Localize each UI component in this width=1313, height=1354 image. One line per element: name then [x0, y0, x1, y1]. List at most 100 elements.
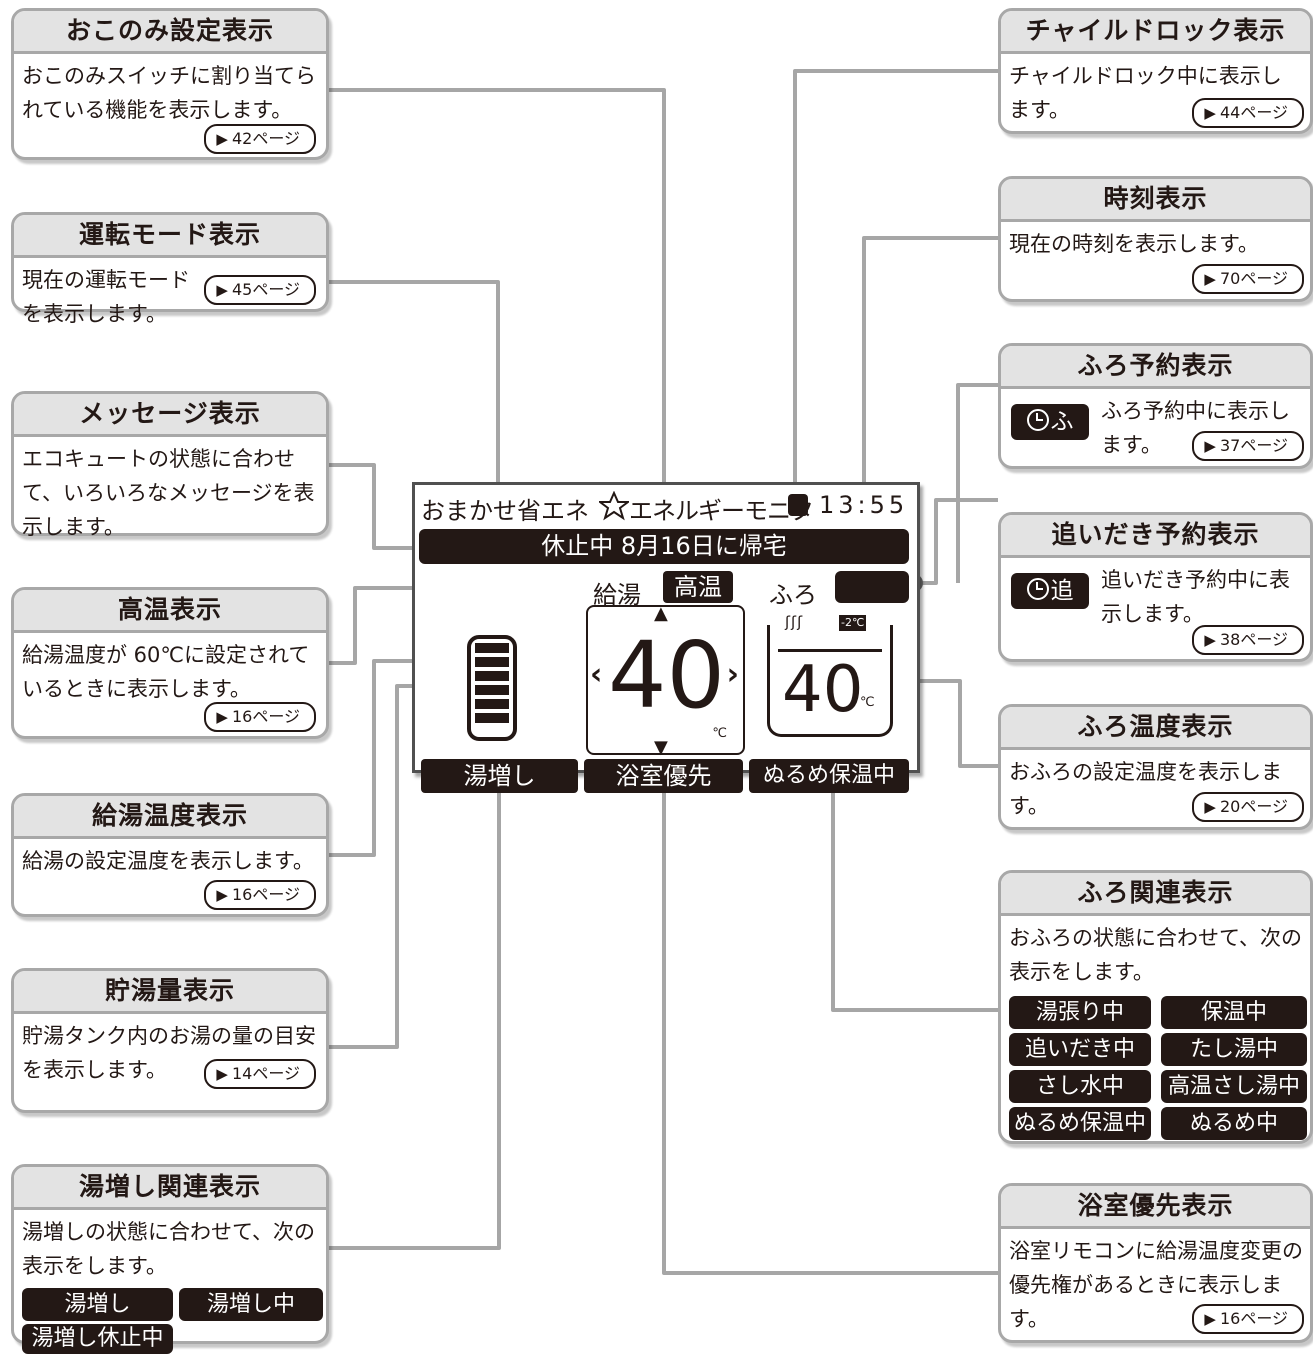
- callout-title: ふろ関連表示: [1001, 873, 1310, 916]
- callout-title: 運転モード表示: [14, 215, 326, 258]
- play-icon: ▶: [1204, 104, 1216, 122]
- callout-title: ふろ予約表示: [1001, 346, 1310, 389]
- play-icon: ▶: [1204, 798, 1216, 816]
- callout-desc: 現在の時刻を表示します。: [1009, 232, 1259, 256]
- callout-yumashi: 湯増し関連表示 湯増しの状態に合わせて、次の表示をします。 湯増し 湯増し中 湯…: [11, 1164, 329, 1354]
- kyuyu-label: 給湯: [593, 581, 641, 609]
- page-ref[interactable]: ▶42ページ: [204, 124, 316, 154]
- status-pill: 湯増し休止中: [22, 1324, 173, 1354]
- callout-desc: チャイルドロック中に表示します。: [1009, 64, 1282, 122]
- callout-desc: ふろ予約中に表示します。: [1101, 399, 1290, 457]
- play-icon: ▶: [1204, 270, 1216, 288]
- page-ref[interactable]: ▶38ページ: [1192, 625, 1304, 655]
- play-icon: ▶: [1204, 437, 1216, 455]
- furo-reserve-slot: [835, 571, 909, 603]
- callout-desc: エコキュートの状態に合わせて、いろいろなメッセージを表示します。: [22, 447, 315, 539]
- callout-title: 浴室優先表示: [1001, 1186, 1310, 1229]
- play-icon: ▶: [1204, 631, 1216, 649]
- callout-title: 追いだき予約表示: [1001, 515, 1310, 558]
- callout-furoyoyaku: ふろ予約表示 ふ ふろ予約中に表示します。 ▶37ページ: [998, 343, 1313, 469]
- child-lock-icon: [788, 494, 808, 516]
- furo-label: ふろ: [769, 581, 817, 609]
- status-pill: さし水中: [1009, 1070, 1151, 1103]
- callout-desc: おふろの設定温度を表示します。: [1009, 760, 1282, 818]
- status-pill: たし湯中: [1161, 1033, 1307, 1066]
- callout-title: 高温表示: [14, 590, 326, 633]
- yumashi-bar: 湯増し: [421, 759, 578, 793]
- callout-kouon: 高温表示 給湯温度が 60℃に設定されているときに表示します。 ▶16ページ: [11, 587, 329, 739]
- callout-desc: 給湯温度が 60℃に設定されているときに表示します。: [22, 643, 310, 701]
- callout-okonomi: おこのみ設定表示 おこのみスイッチに割り当てられている機能を表示します。 ▶42…: [11, 8, 329, 160]
- page-ref[interactable]: ▶20ページ: [1192, 792, 1304, 822]
- callout-title: 湯増し関連表示: [14, 1167, 326, 1210]
- callout-desc: おこのみスイッチに割り当てられている機能を表示します。: [22, 64, 316, 122]
- kouon-badge: 高温: [663, 571, 733, 603]
- left-arrow-icon: ‹: [590, 657, 603, 692]
- callout-furoondo: ふろ温度表示 おふろの設定温度を表示します。 ▶20ページ: [998, 704, 1313, 830]
- callout-kyuyu: 給湯温度表示 給湯の設定温度を表示します。 ▶16ページ: [11, 793, 329, 917]
- callout-child: チャイルドロック表示 チャイルドロック中に表示します。 ▶44ページ: [998, 8, 1313, 134]
- right-arrow-icon: ›: [726, 657, 739, 692]
- status-pill: 保温中: [1161, 996, 1307, 1029]
- page-ref[interactable]: ▶37ページ: [1192, 431, 1304, 461]
- callout-message: メッセージ表示 エコキュートの状態に合わせて、いろいろなメッセージを表示します。: [11, 391, 329, 539]
- callout-oidaki: 追いだき予約表示 追 追いだき予約中に表示します。 ▶38ページ: [998, 512, 1313, 662]
- energy-monitor-label: エネルギーモニタ: [629, 497, 814, 525]
- callout-desc: 湯増しの状態に合わせて、次の表示をします。: [22, 1220, 315, 1278]
- oidaki-reserve-icon: 追: [1011, 573, 1089, 609]
- callout-title: ふろ温度表示: [1001, 707, 1310, 750]
- callout-title: おこのみ設定表示: [14, 11, 326, 54]
- page-ref[interactable]: ▶16ページ: [1192, 1304, 1304, 1334]
- callout-title: 給湯温度表示: [14, 796, 326, 839]
- callout-title: メッセージ表示: [14, 394, 326, 437]
- callout-desc: 追いだき予約中に表示します。: [1101, 568, 1290, 626]
- furo-reserve-icon: ふ: [1011, 404, 1089, 440]
- lcd-screen: おまかせ省エネ エネルギーモニタ 13:55 休止中 8月16日に帰宅 給湯 高…: [412, 482, 920, 793]
- kyuyu-temp-unit: ℃: [712, 726, 727, 741]
- callout-desc: 貯湯タンク内のお湯の量の目安を表示します。: [22, 1024, 316, 1082]
- callout-desc: 現在の運転モードを表示します。: [22, 268, 190, 326]
- page-ref[interactable]: ▶44ページ: [1192, 98, 1304, 128]
- page-ref[interactable]: ▶14ページ: [204, 1059, 316, 1089]
- status-pill: 湯増し中: [179, 1288, 323, 1321]
- callout-furokanren: ふろ関連表示 おふろの状態に合わせて、次の表示をします。 湯張り中 保温中 追い…: [998, 870, 1313, 1144]
- nurume-hoon-bar: ぬるめ保温中: [749, 759, 909, 793]
- kyuyu-temp-value: 40: [608, 622, 726, 729]
- callout-desc: 給湯の設定温度を表示します。: [22, 849, 314, 873]
- play-icon: ▶: [216, 281, 228, 299]
- steam-icon: ʃʃʃ: [785, 613, 804, 631]
- callout-yokushitsu: 浴室優先表示 浴室リモコンに給湯温度変更の優先権があるときに表示します。 ▶16…: [998, 1183, 1313, 1343]
- callout-title: 貯湯量表示: [14, 971, 326, 1014]
- kyuyu-temp-box: ▲ ▼ ‹ › 40 ℃: [586, 603, 745, 758]
- callout-choyu: 貯湯量表示 貯湯タンク内のお湯の量の目安を表示します。 ▶14ページ: [11, 968, 329, 1113]
- status-pill: 追いだき中: [1009, 1033, 1151, 1066]
- down-arrow-icon: ▼: [654, 737, 668, 758]
- omakase-label: おまかせ省エネ: [421, 497, 589, 525]
- clock-time: 13:55: [819, 491, 909, 519]
- play-icon: ▶: [216, 886, 228, 904]
- clock-icon: [1026, 409, 1049, 431]
- callout-title: 時刻表示: [1001, 179, 1310, 222]
- status-pill: 湯張り中: [1009, 996, 1151, 1029]
- status-pill: ぬるめ中: [1161, 1107, 1307, 1140]
- status-pill: ぬるめ保温中: [1009, 1107, 1151, 1140]
- callout-jikoku: 時刻表示 現在の時刻を表示します。 ▶70ページ: [998, 176, 1313, 302]
- callout-title: チャイルドロック表示: [1001, 11, 1310, 54]
- tank-level-gauge: [467, 635, 517, 741]
- play-icon: ▶: [216, 1065, 228, 1083]
- callout-desc: おふろの状態に合わせて、次の表示をします。: [1009, 926, 1302, 984]
- bathtub-icon: 40 ℃: [767, 625, 893, 737]
- page-ref[interactable]: ▶16ページ: [204, 880, 316, 910]
- callout-desc: 浴室リモコンに給湯温度変更の優先権があるときに表示します。: [1009, 1239, 1303, 1331]
- play-icon: ▶: [216, 130, 228, 148]
- callout-unten: 運転モード表示 現在の運転モードを表示します。 ▶45ページ: [11, 212, 329, 326]
- play-icon: ▶: [216, 708, 228, 726]
- status-pill: 高温さし湯中: [1161, 1070, 1307, 1103]
- furo-temp-value: 40: [782, 653, 864, 727]
- page-ref[interactable]: ▶45ページ: [204, 275, 316, 305]
- page-ref[interactable]: ▶70ページ: [1192, 264, 1304, 294]
- star-icon: [599, 491, 629, 521]
- page-ref[interactable]: ▶16ページ: [204, 702, 316, 732]
- message-bar: 休止中 8月16日に帰宅: [419, 529, 909, 564]
- clock-icon: [1026, 578, 1049, 600]
